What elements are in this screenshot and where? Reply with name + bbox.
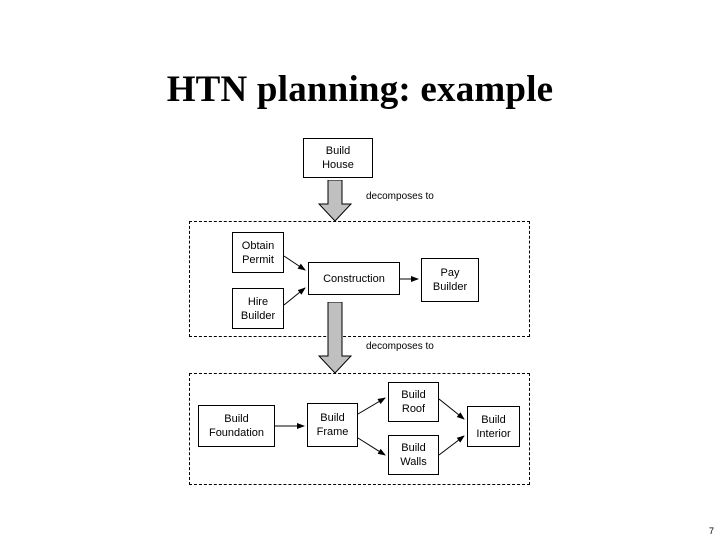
node-hire-builder[interactable]: Hire Builder — [232, 288, 284, 329]
node-build-walls[interactable]: Build Walls — [388, 435, 439, 475]
decomposition-arrow-1 — [318, 180, 352, 222]
node-build-foundation[interactable]: Build Foundation — [198, 405, 275, 447]
decomposition-arrow-2 — [318, 302, 352, 374]
decomposition-group-level-2 — [189, 373, 530, 485]
node-obtain-permit[interactable]: Obtain Permit — [232, 232, 284, 273]
node-construction[interactable]: Construction — [308, 262, 400, 295]
page-title: HTN planning: example — [166, 69, 554, 110]
node-pay-builder[interactable]: Pay Builder — [421, 258, 479, 302]
node-build-house[interactable]: Build House — [303, 138, 373, 178]
node-build-roof[interactable]: Build Roof — [388, 382, 439, 422]
decomposition-group-level-1 — [189, 221, 530, 337]
decomposes-to-label-1: decomposes to — [366, 191, 434, 202]
decomposes-to-label-2: decomposes to — [366, 341, 434, 352]
node-build-interior[interactable]: Build Interior — [467, 406, 520, 447]
page-number: 7 — [708, 526, 714, 536]
node-build-frame[interactable]: Build Frame — [307, 403, 358, 447]
